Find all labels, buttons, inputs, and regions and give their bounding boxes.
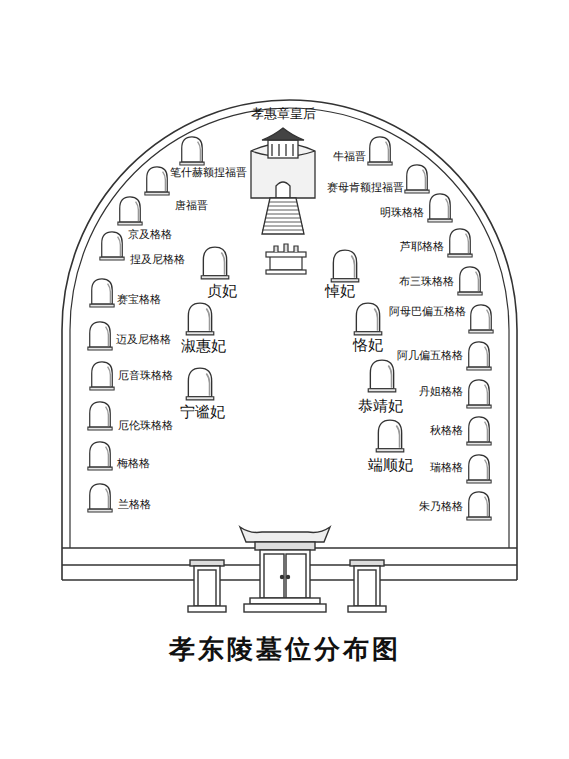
consort-tomb: 淑惠妃 <box>184 300 216 336</box>
tomb-mound <box>199 244 231 280</box>
tomb-label: 梅格格 <box>117 457 150 470</box>
tomb-label: 孝惠章皇后 <box>251 106 316 121</box>
diagram-title: 孝东陵墓位分布图 <box>0 632 569 667</box>
tomb: 迈及尼格格 <box>86 319 114 351</box>
tomb-label: 笔什赫额捏福晋 <box>170 166 247 179</box>
tomb-mound <box>465 414 493 446</box>
tomb-mound <box>456 264 484 296</box>
tomb: 秋格格 <box>465 414 493 446</box>
tomb-mound <box>116 194 144 226</box>
tomb-mound <box>426 191 454 223</box>
side-gate <box>348 560 386 612</box>
tomb-label: 阿母巴偏五格格 <box>389 305 466 318</box>
empress-tomb: 孝惠章皇后 <box>248 126 318 236</box>
tomb-label: 厄音珠格格 <box>118 369 173 382</box>
tomb-mound <box>86 439 114 471</box>
tomb-mound <box>366 134 394 166</box>
tomb-label: 瑞格格 <box>430 461 463 474</box>
castle-tomb <box>248 126 318 236</box>
tomb: 阿母巴偏五格格 <box>467 302 495 334</box>
tomb-mound <box>403 162 431 194</box>
tomb-label: 秋格格 <box>430 424 463 437</box>
tomb-label: 宁谧妃 <box>180 403 225 421</box>
tomb-label: 厄伦珠格格 <box>118 419 173 432</box>
tomb-label: 悼妃 <box>325 282 355 300</box>
tomb-mound <box>352 300 384 336</box>
tomb-label: 布三珠格格 <box>399 275 454 288</box>
tomb-label: 京及格格 <box>128 228 172 241</box>
tomb: 布三珠格格 <box>456 264 484 296</box>
tomb-label: 阿几偏五格格 <box>397 349 463 362</box>
tomb-mound <box>465 339 493 371</box>
consort-tomb: 端顺妃 <box>374 417 406 453</box>
tomb-mound <box>366 357 398 393</box>
tomb-mound <box>86 319 114 351</box>
consort-tomb: 贞妃 <box>199 244 231 280</box>
consort-tomb: 恪妃 <box>352 300 384 336</box>
consort-tomb: 恭靖妃 <box>366 357 398 393</box>
consort-tomb: 宁谧妃 <box>184 365 216 401</box>
tomb-label: 赛母肯额捏福晋 <box>327 181 404 194</box>
tomb-label: 贞妃 <box>207 282 237 300</box>
side-gate <box>188 560 226 612</box>
tomb-label: 丹姐格格 <box>419 385 463 398</box>
tomb-label: 牛福晋 <box>333 150 366 163</box>
tomb-label: 端顺妃 <box>368 456 413 474</box>
tomb-mound <box>88 276 116 308</box>
tomb-mound <box>143 164 171 196</box>
tomb: 赛宝格格 <box>88 276 116 308</box>
tomb-mound <box>178 134 206 166</box>
tomb: 京及格格 <box>116 194 144 226</box>
inner-wall <box>70 108 509 548</box>
outer-wall <box>62 100 517 580</box>
tomb-label: 淑惠妃 <box>181 337 226 355</box>
tomb: 厄伦珠格格 <box>86 399 114 431</box>
tomb: 兰格格 <box>86 481 114 513</box>
tomb: 芦耶格格 <box>446 226 474 258</box>
tomb-label: 迈及尼格格 <box>116 333 171 346</box>
tomb-mound <box>86 399 114 431</box>
tomb-mound <box>465 489 493 521</box>
tomb-mound <box>465 377 493 409</box>
tomb-label: 唐福晋 <box>175 199 208 212</box>
tomb-mound <box>86 481 114 513</box>
tomb-label: 朱乃格格 <box>419 500 463 513</box>
tomb: 明珠格格 <box>426 191 454 223</box>
tomb: 朱乃格格 <box>465 489 493 521</box>
tomb-mound <box>467 302 495 334</box>
tomb-label: 捏及尼格格 <box>130 253 185 266</box>
tomb: 梅格格 <box>86 439 114 471</box>
tomb: 牛福晋 <box>366 134 394 166</box>
tomb: 阿几偏五格格 <box>465 339 493 371</box>
tomb-label: 恪妃 <box>353 336 383 354</box>
altar <box>266 244 306 274</box>
tomb-mound <box>184 365 216 401</box>
tomb: 厄音珠格格 <box>88 359 116 391</box>
tomb-mound <box>446 226 474 258</box>
tomb-mound <box>184 300 216 336</box>
tomb-mound <box>374 417 406 453</box>
tomb: 笔什赫额捏福晋 <box>178 134 206 166</box>
consort-tomb: 悼妃 <box>329 247 361 283</box>
tomb: 瑞格格 <box>465 452 493 484</box>
main-gate <box>240 527 330 612</box>
tomb-mound <box>88 359 116 391</box>
tomb-mound <box>465 452 493 484</box>
tomb-label: 芦耶格格 <box>400 240 444 253</box>
tomb-mound <box>329 247 361 283</box>
tomb: 丹姐格格 <box>465 377 493 409</box>
tomb-label: 赛宝格格 <box>117 293 161 306</box>
tomb: 唐福晋 <box>143 164 171 196</box>
tomb-label: 兰格格 <box>118 498 151 511</box>
tomb: 赛母肯额捏福晋 <box>403 162 431 194</box>
tomb-mound <box>98 229 126 261</box>
tomb-label: 恭靖妃 <box>358 397 403 415</box>
tomb-label: 明珠格格 <box>380 206 424 219</box>
tomb: 捏及尼格格 <box>98 229 126 261</box>
